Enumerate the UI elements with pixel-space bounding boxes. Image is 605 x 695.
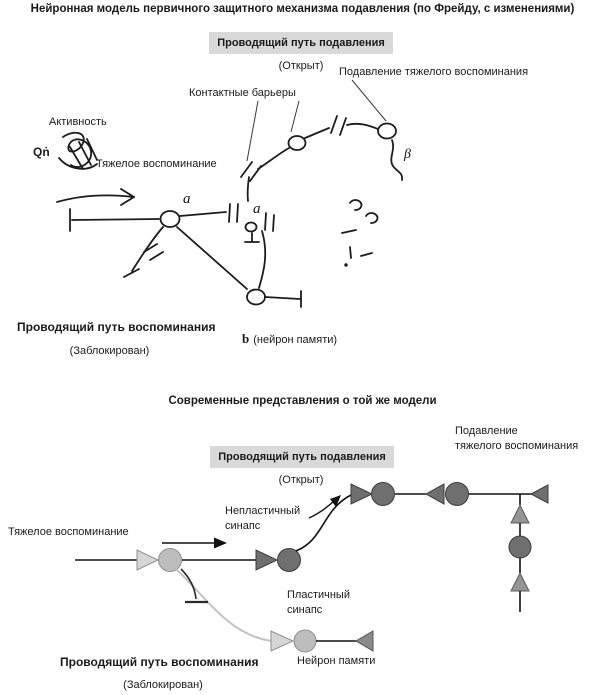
memory-neuron-text: (нейрон памяти) [253,334,338,346]
sketch-arrow-head-icon [120,188,135,206]
freud-repression-state-label: (Открыт) [278,60,324,72]
modern-memory-blocked-label: (Заблокирован) [123,679,203,691]
synapse-light-input [136,549,160,571]
sketch-barrier-ticks-2 [264,212,275,232]
inhibitory-terminal-stem [180,568,197,600]
memory-neuron-caption: b(нейрон памяти) [242,331,337,347]
sketch-neuron-a [159,210,181,228]
axon-repression-ascending [295,494,352,552]
neuron-memory-pathway [158,548,182,572]
memory-neuron-letter: b [242,331,250,346]
pointer-line-barriers-2 [290,100,300,133]
sketch-line-cluster-n4 [258,230,267,289]
synapse-vertical-2 [510,571,530,592]
sketch-barrier-ticks-1 [228,203,239,223]
freud-sketch: a a β [56,115,411,308]
pointer-line-suppression [351,79,387,122]
modern-suppression-line1: Подавление [455,425,518,437]
freud-suppression-label: Подавление тяжелого воспоминания [339,66,529,78]
activity-label: Активность [49,116,107,128]
modern-diagram [75,482,549,653]
sketch-t-mark [244,232,260,243]
plastic-synapse-label: Пластичный синапс [287,588,350,618]
modern-heavy-memory-label: Тяжелое воспоминание [8,526,129,538]
sketch-small-circle [244,221,258,233]
sketch-barrier-ticks-3 [240,161,262,182]
freud-memory-path-label: Проводящий путь воспоминания [17,320,216,334]
signal-arrow-head-icon [214,537,227,549]
modern-suppression-label: Подавление тяжелого воспоминания [455,424,578,454]
sketch-letter-beta: β [403,147,411,162]
nonplastic-synapse-line1: Непластичный [225,505,301,517]
nonplastic-synapse-line2: синапс [225,520,261,532]
sketch-line-n1-n4 [176,226,248,290]
sketch-blocked-end [123,268,140,278]
sketch-barrier-ticks-4 [330,115,347,136]
sketch-neuron-b [246,288,266,306]
sketch-activity-scribble [58,131,98,170]
sketch-line-to-n3 [346,122,379,130]
modern-suppression-line2: тяжелого воспоминания [455,440,579,452]
sketch-squiggle-1 [349,199,363,211]
sketch-line-blocked [131,226,164,272]
synapse-repression-1 [350,483,374,505]
sketch-marks-right [341,229,373,259]
sketch-tail [390,139,403,181]
sketch-double-slash [143,243,164,261]
synapse-memory-out [355,630,374,652]
modern-repression-state-label: (Открыт) [278,474,324,486]
synapse-nonplastic [255,549,279,571]
sketch-line-to-n2 [257,147,290,170]
nonplastic-synapse-label: Непластичный синапс [225,504,300,534]
synapse-plastic [270,630,295,652]
nonplastic-arrow-shaft [308,498,337,519]
sketch-line-n1-cluster [179,211,227,217]
neuron-repression-3 [445,482,469,506]
sketch-left-terminal [69,208,160,232]
neuron-vertical [508,535,532,559]
modern-repression-path-box: Проводящий путь подавления [210,446,394,468]
neuron-memory [293,629,317,653]
synapse-repression-right [529,484,549,504]
contact-barriers-label: Контактные барьеры [189,87,296,99]
sketch-squiggle-2 [365,212,379,224]
sketch-letter-a-upper: a [183,191,191,207]
modern-memory-neuron-label: Нейрон памяти [297,655,376,667]
plastic-synapse-line1: Пластичный [287,589,350,601]
figure-title: Нейронная модель первичного защитного ме… [30,3,575,15]
neuron-repression-2 [371,482,395,506]
neuron-repression-1 [277,548,301,572]
sketch-neuron-upper-1 [287,135,307,151]
qn-symbol-label: Qṅ [33,145,50,159]
sketch-dot [344,263,348,267]
synapse-vertical-1 [510,503,530,524]
sketch-line-cluster-up [246,176,250,202]
sketch-letter-a-mid: a [253,201,261,217]
pointer-lines [246,79,387,162]
freud-repression-path-box: Проводящий путь подавления [209,32,393,54]
modern-memory-path-label: Проводящий путь воспоминания [60,655,259,669]
sketch-neuron-upper-2 [377,122,397,140]
plastic-synapse-line2: синапс [287,604,323,616]
axon-blocked [175,568,272,642]
sketch-memory-terminal [264,290,302,308]
sketch-arrow-shaft [56,194,135,203]
freud-memory-blocked-label: (Заблокирован) [69,345,150,357]
synapse-repression-2 [424,483,445,505]
pointer-line-barriers-1 [246,100,259,162]
sketch-line-n2-b2 [304,127,330,139]
modern-section-title: Современные представления о той же модел… [168,395,437,407]
nonplastic-arrow-head-icon [330,495,341,507]
freud-heavy-memory-label: Тяжелое воспоминание [96,158,217,170]
